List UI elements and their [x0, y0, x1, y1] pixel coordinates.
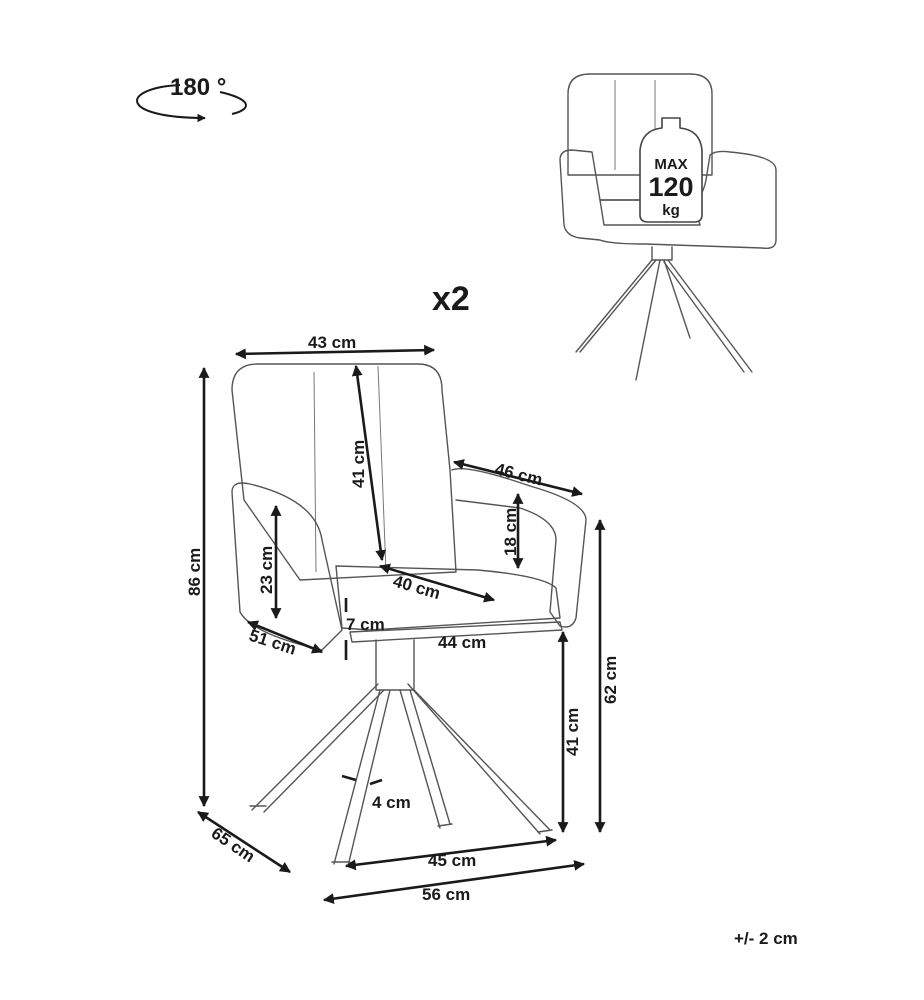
- label-back-height: 41 cm: [349, 440, 368, 488]
- max-load-badge: MAX 120 kg: [639, 117, 703, 223]
- label-arm-floor-height: 62 cm: [601, 656, 620, 704]
- dim-leg-width-arrow: [341, 774, 383, 786]
- dim-overall-width-arrow: [322, 859, 586, 905]
- dim-back-height-arrow: [351, 364, 387, 562]
- label-total-height: 86 cm: [185, 548, 204, 596]
- dim-seat-depth-arrow: [378, 563, 496, 603]
- quantity-label: x2: [432, 280, 470, 318]
- rotation-icon: 180 °: [136, 74, 247, 123]
- max-load-line2: 120: [648, 172, 693, 202]
- label-arm-height: 18 cm: [501, 508, 520, 556]
- label-leg-span: 45 cm: [428, 851, 476, 870]
- max-load-line3: kg: [662, 202, 680, 219]
- tolerance-label: +/- 2 cm: [734, 929, 798, 948]
- max-load-line1: MAX: [654, 156, 687, 173]
- label-overall-width: 56 cm: [422, 885, 470, 904]
- dim-arm-depth-arrow: [452, 459, 584, 497]
- label-overall-depth: 65 cm: [208, 824, 259, 867]
- dimension-lines: [197, 344, 606, 905]
- dim-width-top-arrow: [234, 344, 436, 360]
- label-seat-height: 41 cm: [563, 708, 582, 756]
- label-side-height: 23 cm: [257, 546, 276, 594]
- label-seat-width: 44 cm: [438, 633, 486, 652]
- main-chair-illustration: [231, 363, 587, 867]
- rotation-label: 180 °: [170, 74, 226, 101]
- label-seat-gap: 7 cm: [346, 615, 385, 634]
- label-leg-width: 4 cm: [372, 793, 411, 812]
- dim-side-depth-arrow: [246, 620, 324, 654]
- dim-overall-depth-arrow: [197, 810, 291, 874]
- label-width-top: 43 cm: [308, 333, 356, 352]
- label-arm-depth: 46 cm: [493, 459, 544, 489]
